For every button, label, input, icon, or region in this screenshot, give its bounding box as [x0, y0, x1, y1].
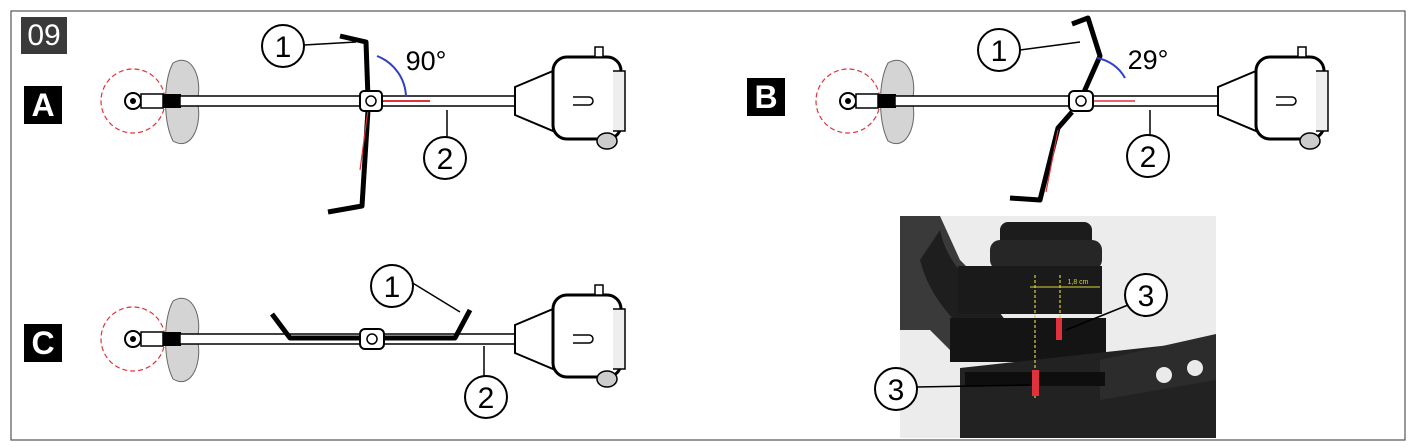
step-number-badge: 09: [21, 17, 67, 54]
panel-a-callout-1: [261, 24, 305, 68]
panel-a-trimmer: [100, 24, 627, 215]
panel-label-b: B: [747, 78, 785, 116]
panel-label-c: C: [24, 324, 62, 362]
panel-c-callout-2-text: 2: [478, 382, 495, 415]
panel-c-callout-1-text: 1: [384, 271, 401, 304]
panel-c-callout-2: [464, 375, 508, 419]
panel-b-callout-2-text: 2: [1140, 141, 1157, 174]
panel-a-angle-text: 90°: [406, 46, 447, 76]
alignment-photo: [874, 216, 1216, 438]
panel-a-angle-arc: [376, 55, 407, 98]
panel-b-callout-1: [977, 28, 1021, 72]
photo-callout-3-lower-text: 3: [888, 374, 905, 407]
panel-b-trimmer: [815, 15, 1330, 203]
photo-callout-3-upper-text: 3: [1138, 280, 1155, 313]
panel-b-callout-1-text: 1: [991, 35, 1008, 68]
photo-callout-3-upper: [1124, 273, 1168, 317]
panel-c-callout-1: [370, 264, 414, 308]
panel-a-callout-2: [423, 136, 467, 180]
panel-a-callout-2-text: 2: [437, 143, 454, 176]
panel-a-callout-1-text: 1: [275, 31, 292, 64]
panel-c-trimmer: [100, 264, 627, 419]
figure-border: [10, 10, 1406, 441]
panel-b-angle-arc: [1096, 57, 1126, 79]
photo-callout-3-lower: [874, 367, 918, 411]
panel-b-callout-2: [1126, 134, 1170, 178]
photo-measure-text: 1,8 cm: [1067, 279, 1088, 286]
panel-b-angle-text: 29°: [1128, 45, 1169, 75]
panel-label-a: A: [24, 86, 62, 124]
